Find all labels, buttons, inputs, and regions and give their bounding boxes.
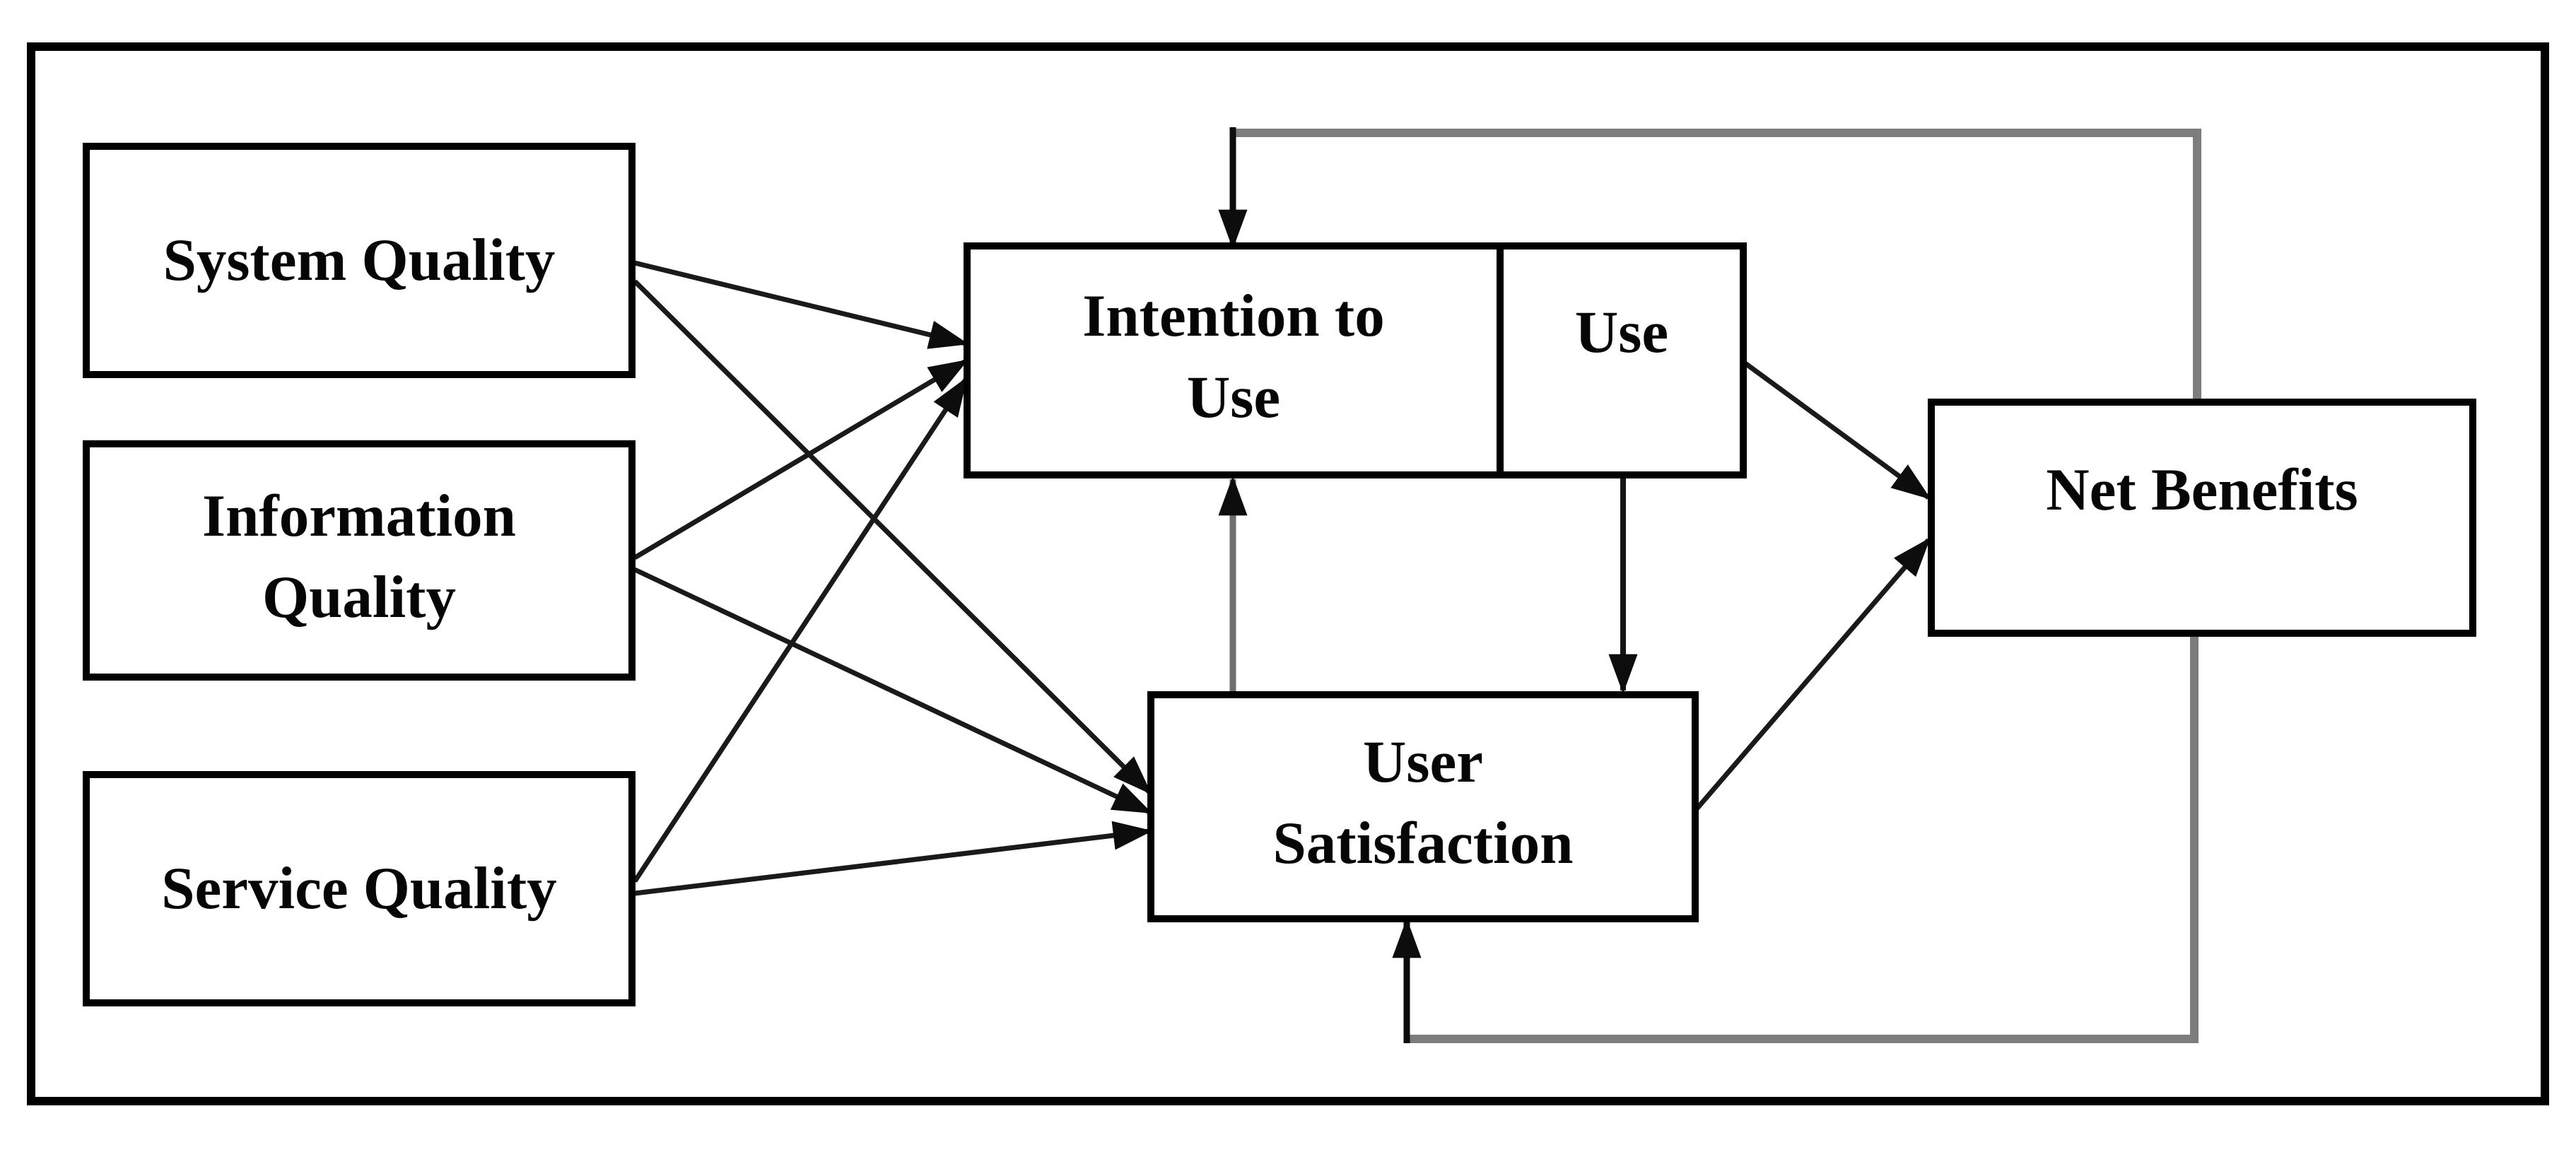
edge-information-quality-to-user-satisfaction bbox=[633, 567, 1153, 815]
system-quality-label: System Quality bbox=[163, 227, 556, 293]
user-satisfaction-label-line1: User bbox=[1363, 729, 1483, 795]
information-quality-label-line2: Quality bbox=[262, 564, 456, 630]
information-quality-label-line1: Information bbox=[202, 483, 516, 549]
service-quality-label: Service Quality bbox=[161, 855, 556, 922]
information-quality-box bbox=[83, 440, 636, 681]
use-label: Use bbox=[1575, 299, 1668, 365]
outer-border bbox=[27, 42, 2549, 1105]
edge-use-to-net-benefits bbox=[1741, 360, 1931, 500]
use-box bbox=[1497, 242, 1747, 478]
edge-system-quality-to-user-satisfaction bbox=[633, 279, 1152, 795]
node-use: Use bbox=[1497, 242, 1747, 478]
node-net-benefits: Net Benefits bbox=[1928, 399, 2476, 637]
node-system-quality: System Quality bbox=[83, 143, 636, 378]
edge-user-satisfaction-to-net-benefits bbox=[1693, 537, 1931, 813]
edge-system-quality-to-intention-to-use bbox=[634, 260, 969, 349]
net-benefits-label: Net Benefits bbox=[2046, 457, 2358, 523]
service-quality-box bbox=[83, 771, 636, 1006]
edge-service-quality-to-intention-to-use bbox=[633, 377, 968, 883]
edge-service-quality-to-user-satisfaction bbox=[634, 821, 1153, 896]
system-quality-box bbox=[83, 143, 636, 378]
feedback-net-benefits-to-user-satisfaction-line bbox=[1407, 633, 2199, 1043]
user-satisfaction-box bbox=[1147, 691, 1699, 922]
node-service-quality: Service Quality bbox=[83, 771, 636, 1006]
node-user-satisfaction: User Satisfaction bbox=[1147, 691, 1699, 922]
edge-information-quality-to-intention-to-use bbox=[633, 358, 969, 560]
user-satisfaction-label-line2: Satisfaction bbox=[1273, 810, 1574, 876]
feedback-net-benefits-to-intention-line bbox=[1233, 129, 2201, 402]
intention-to-use-box bbox=[964, 242, 1504, 478]
net-benefits-box bbox=[1928, 399, 2476, 637]
intention-to-use-label-line1: Intention to bbox=[1082, 283, 1384, 349]
node-intention-to-use: Intention to Use bbox=[964, 242, 1504, 478]
node-information-quality: Information Quality bbox=[83, 440, 636, 681]
intention-to-use-label-line2: Use bbox=[1187, 364, 1280, 430]
